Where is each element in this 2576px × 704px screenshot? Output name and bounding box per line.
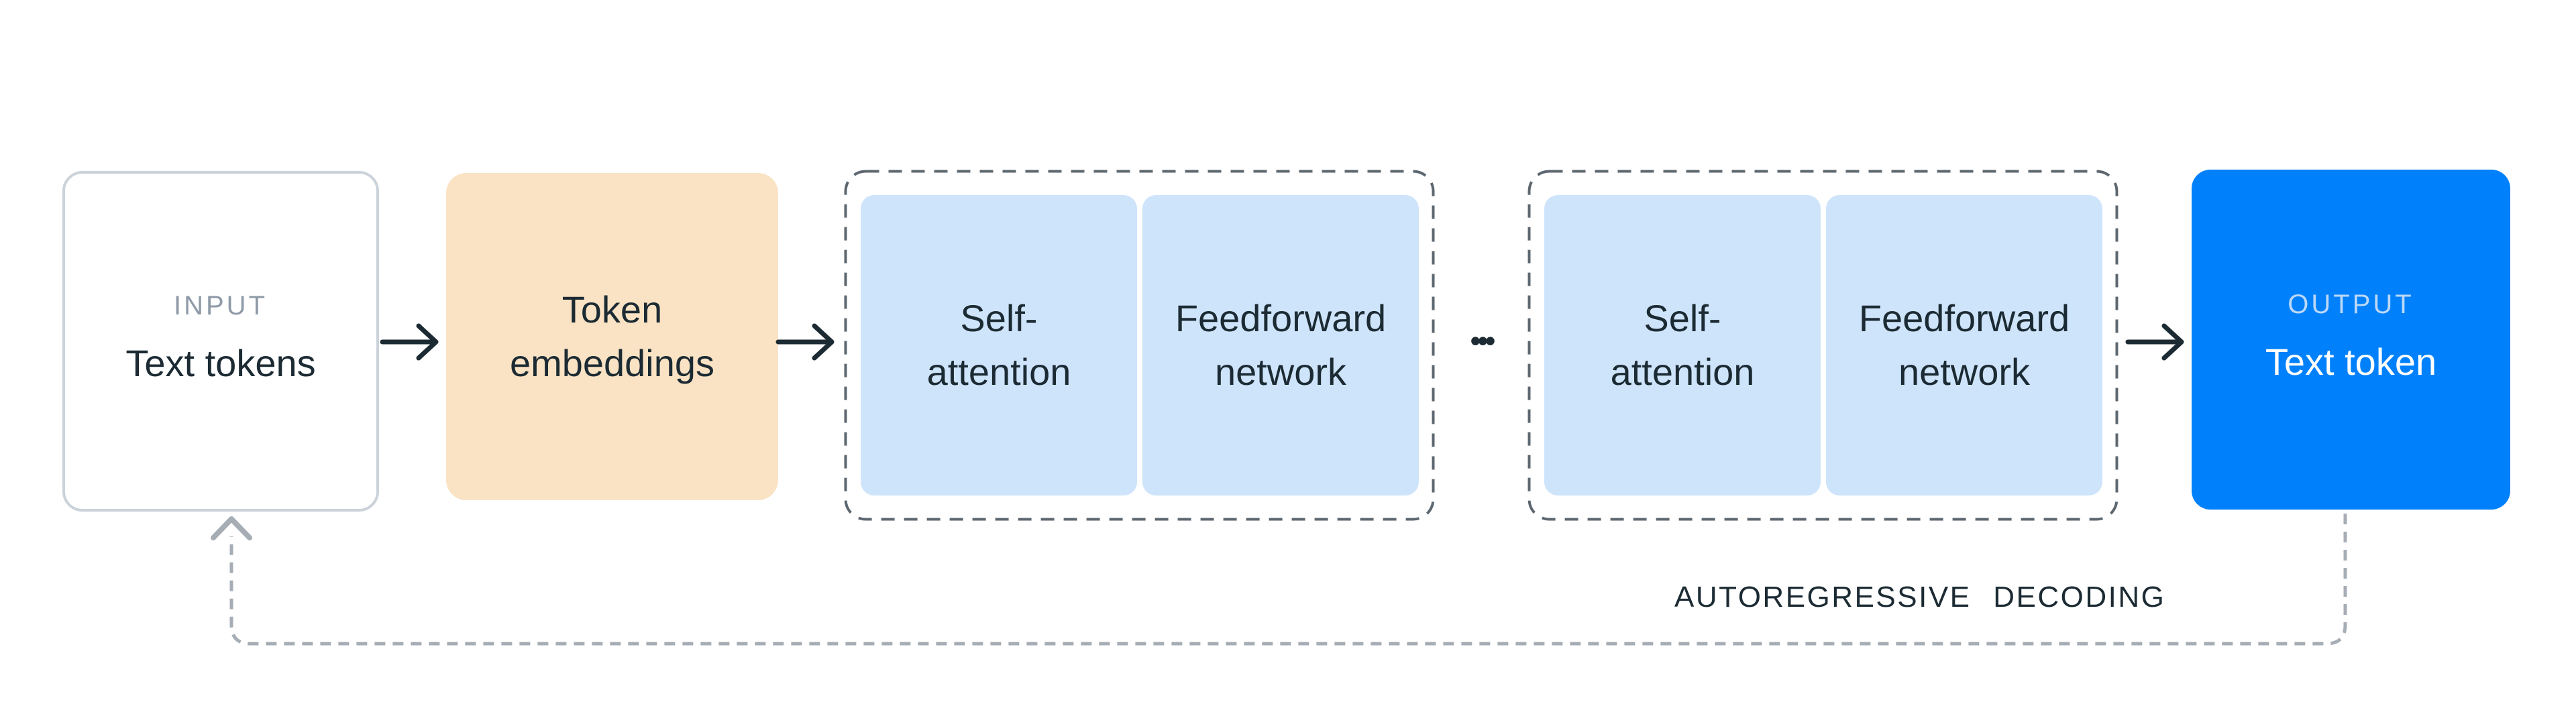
self-attention-label: Self-attention <box>926 297 1071 393</box>
feedforward-network-box: Feedforward network <box>1826 195 2102 495</box>
output-box: OUTPUT Text token <box>2192 170 2510 510</box>
input-kicker: INPUT <box>174 291 268 321</box>
token-embeddings-label: Token embeddings <box>509 288 715 384</box>
feedforward-network-box: Feedforward network <box>1142 195 1419 495</box>
output-label: Text token <box>2265 340 2437 383</box>
feedforward-network-label: Feedforward network <box>1858 297 2070 393</box>
arrow-up-icon <box>211 516 252 540</box>
dashed-border <box>844 170 1435 521</box>
layers-ellipsis: ••• <box>1470 323 1495 358</box>
self-attention-box: Self-attention <box>861 195 1137 495</box>
token-embeddings-box: Token embeddings <box>446 173 778 500</box>
self-attention-box: Self-attention <box>1544 195 1821 495</box>
arrow-right-icon <box>2125 323 2184 361</box>
input-box: INPUT Text tokens <box>62 171 379 512</box>
output-kicker: OUTPUT <box>2288 289 2414 319</box>
feedforward-network-label: Feedforward network <box>1175 297 1387 393</box>
dashed-border <box>1527 170 2118 521</box>
input-label: Text tokens <box>125 342 316 385</box>
arrow-right-icon <box>775 323 835 361</box>
arrow-right-icon <box>380 323 439 361</box>
transformer-block-2: Self-attention Feedforward network <box>1527 170 2118 521</box>
autoregressive-decoding-label: AUTOREGRESSIVE DECODING <box>1674 581 2166 613</box>
self-attention-label: Self-attention <box>1610 297 1755 393</box>
transformer-block-1: Self-attention Feedforward network <box>844 170 1435 521</box>
